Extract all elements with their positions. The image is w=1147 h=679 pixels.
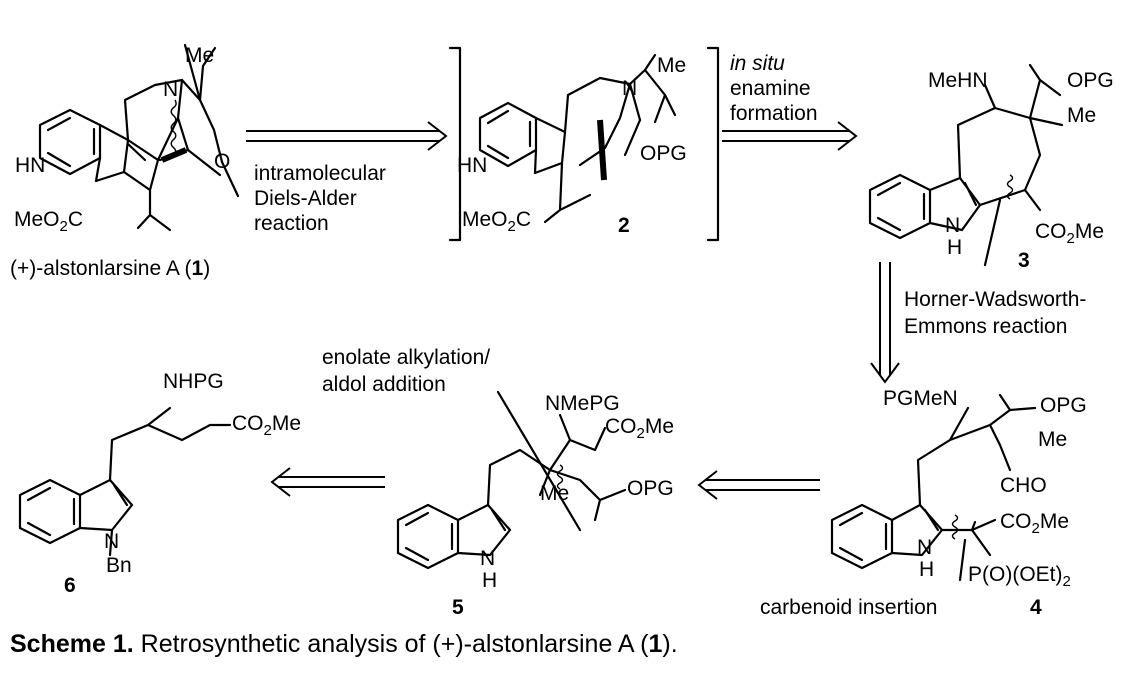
caption-end: ). xyxy=(662,630,678,658)
c5-h: H xyxy=(482,569,497,592)
c2-opg: OPG xyxy=(640,142,687,165)
retro-arrow-5 xyxy=(270,467,385,497)
c5-n: N xyxy=(480,547,495,570)
c1-me: Me xyxy=(185,44,214,67)
c3-n: N xyxy=(945,214,960,237)
c1-nh: HN xyxy=(15,154,45,177)
c6-n: N xyxy=(104,530,119,553)
c1-name: (+)-alstonlarsine A (1) xyxy=(10,257,210,280)
step3-line2: Emmons reaction xyxy=(904,315,1067,338)
c3-ester: CO2Me xyxy=(1035,220,1104,247)
caption-text: Retrosynthetic analysis of (+)-alstonlar… xyxy=(133,630,649,658)
compound-3-structure: MeHN OPG Me N H CO2Me 3 xyxy=(868,63,1114,272)
c2-me: Me xyxy=(657,54,686,77)
compound-6-structure: NHPG CO2Me N Bn 6 xyxy=(18,370,301,597)
step2-line2: enamine xyxy=(730,77,811,100)
c5-number: 5 xyxy=(452,596,464,619)
step5-line1: enolate alkylation/ xyxy=(322,346,490,369)
step3-line1: Horner-Wadsworth- xyxy=(904,288,1086,311)
compound-2-structure: Me N OPG HN MeO2C 2 xyxy=(448,46,720,242)
caption-label: Scheme 1. xyxy=(10,630,134,658)
c4-phosphonate: P(O)(OEt)2 xyxy=(968,563,1071,590)
c2-nh: HN xyxy=(457,154,487,177)
step1-line3: reaction xyxy=(254,212,329,235)
step5-line2: aldol addition xyxy=(322,373,446,396)
c6-ester: CO2Me xyxy=(232,412,301,439)
c4-me: Me xyxy=(1038,428,1067,451)
c4-h: H xyxy=(919,558,934,581)
step1-line2: Diels-Alder xyxy=(254,187,357,210)
c1-ester: MeO2C xyxy=(14,208,83,235)
retro-arrow-3 xyxy=(870,262,900,384)
c2-ester: MeO2C xyxy=(462,208,531,235)
retro-arrow-2 xyxy=(722,121,858,151)
c5-ester: CO2Me xyxy=(605,415,674,442)
c5-opg: OPG xyxy=(627,477,674,500)
step4-label: carbenoid insertion xyxy=(760,596,937,619)
caption-number: 1 xyxy=(648,630,663,658)
c3-opg: OPG xyxy=(1067,69,1114,92)
c1-nitrogen: N xyxy=(163,78,178,101)
compound-4-structure: PGMeN OPG Me CHO CO2Me P(O)(OEt)2 N H 4 xyxy=(830,387,1087,619)
step2-italic: in situ xyxy=(730,52,785,75)
c4-number: 4 xyxy=(1030,596,1042,619)
c6-bn: Bn xyxy=(106,554,132,577)
c6-nhpg: NHPG xyxy=(163,370,224,393)
c4-cho: CHO xyxy=(1000,474,1047,497)
c4-n: N xyxy=(917,536,932,559)
c5-me: Me xyxy=(540,482,569,505)
scheme-caption: Scheme 1. Retrosynthetic analysis of (+)… xyxy=(10,630,678,659)
retro-arrow-4 xyxy=(697,470,820,500)
c2-number: 2 xyxy=(618,214,630,237)
c2-nitrogen: N xyxy=(622,77,637,100)
c4-ester: CO2Me xyxy=(1000,510,1069,537)
compound-5-structure: NMePG CO2Me Me OPG N H 5 xyxy=(396,390,674,619)
retro-arrow-1 xyxy=(246,121,448,151)
step1-line1: intramolecular xyxy=(254,162,386,185)
c5-nmepg: NMePG xyxy=(545,392,620,415)
c1-oxygen: O xyxy=(214,150,230,173)
step2-line3: formation xyxy=(730,102,818,125)
c4-opg: OPG xyxy=(1040,394,1087,417)
c4-pgmen: PGMeN xyxy=(883,387,958,410)
c3-number: 3 xyxy=(1018,249,1030,272)
c3-h: H xyxy=(947,236,962,259)
compound-1-structure: Me N O HN MeO2C (+)-alstonlarsine A (1) xyxy=(10,43,240,280)
c3-mehn: MeHN xyxy=(928,69,988,92)
c6-number: 6 xyxy=(64,574,76,597)
c3-me: Me xyxy=(1067,104,1096,127)
